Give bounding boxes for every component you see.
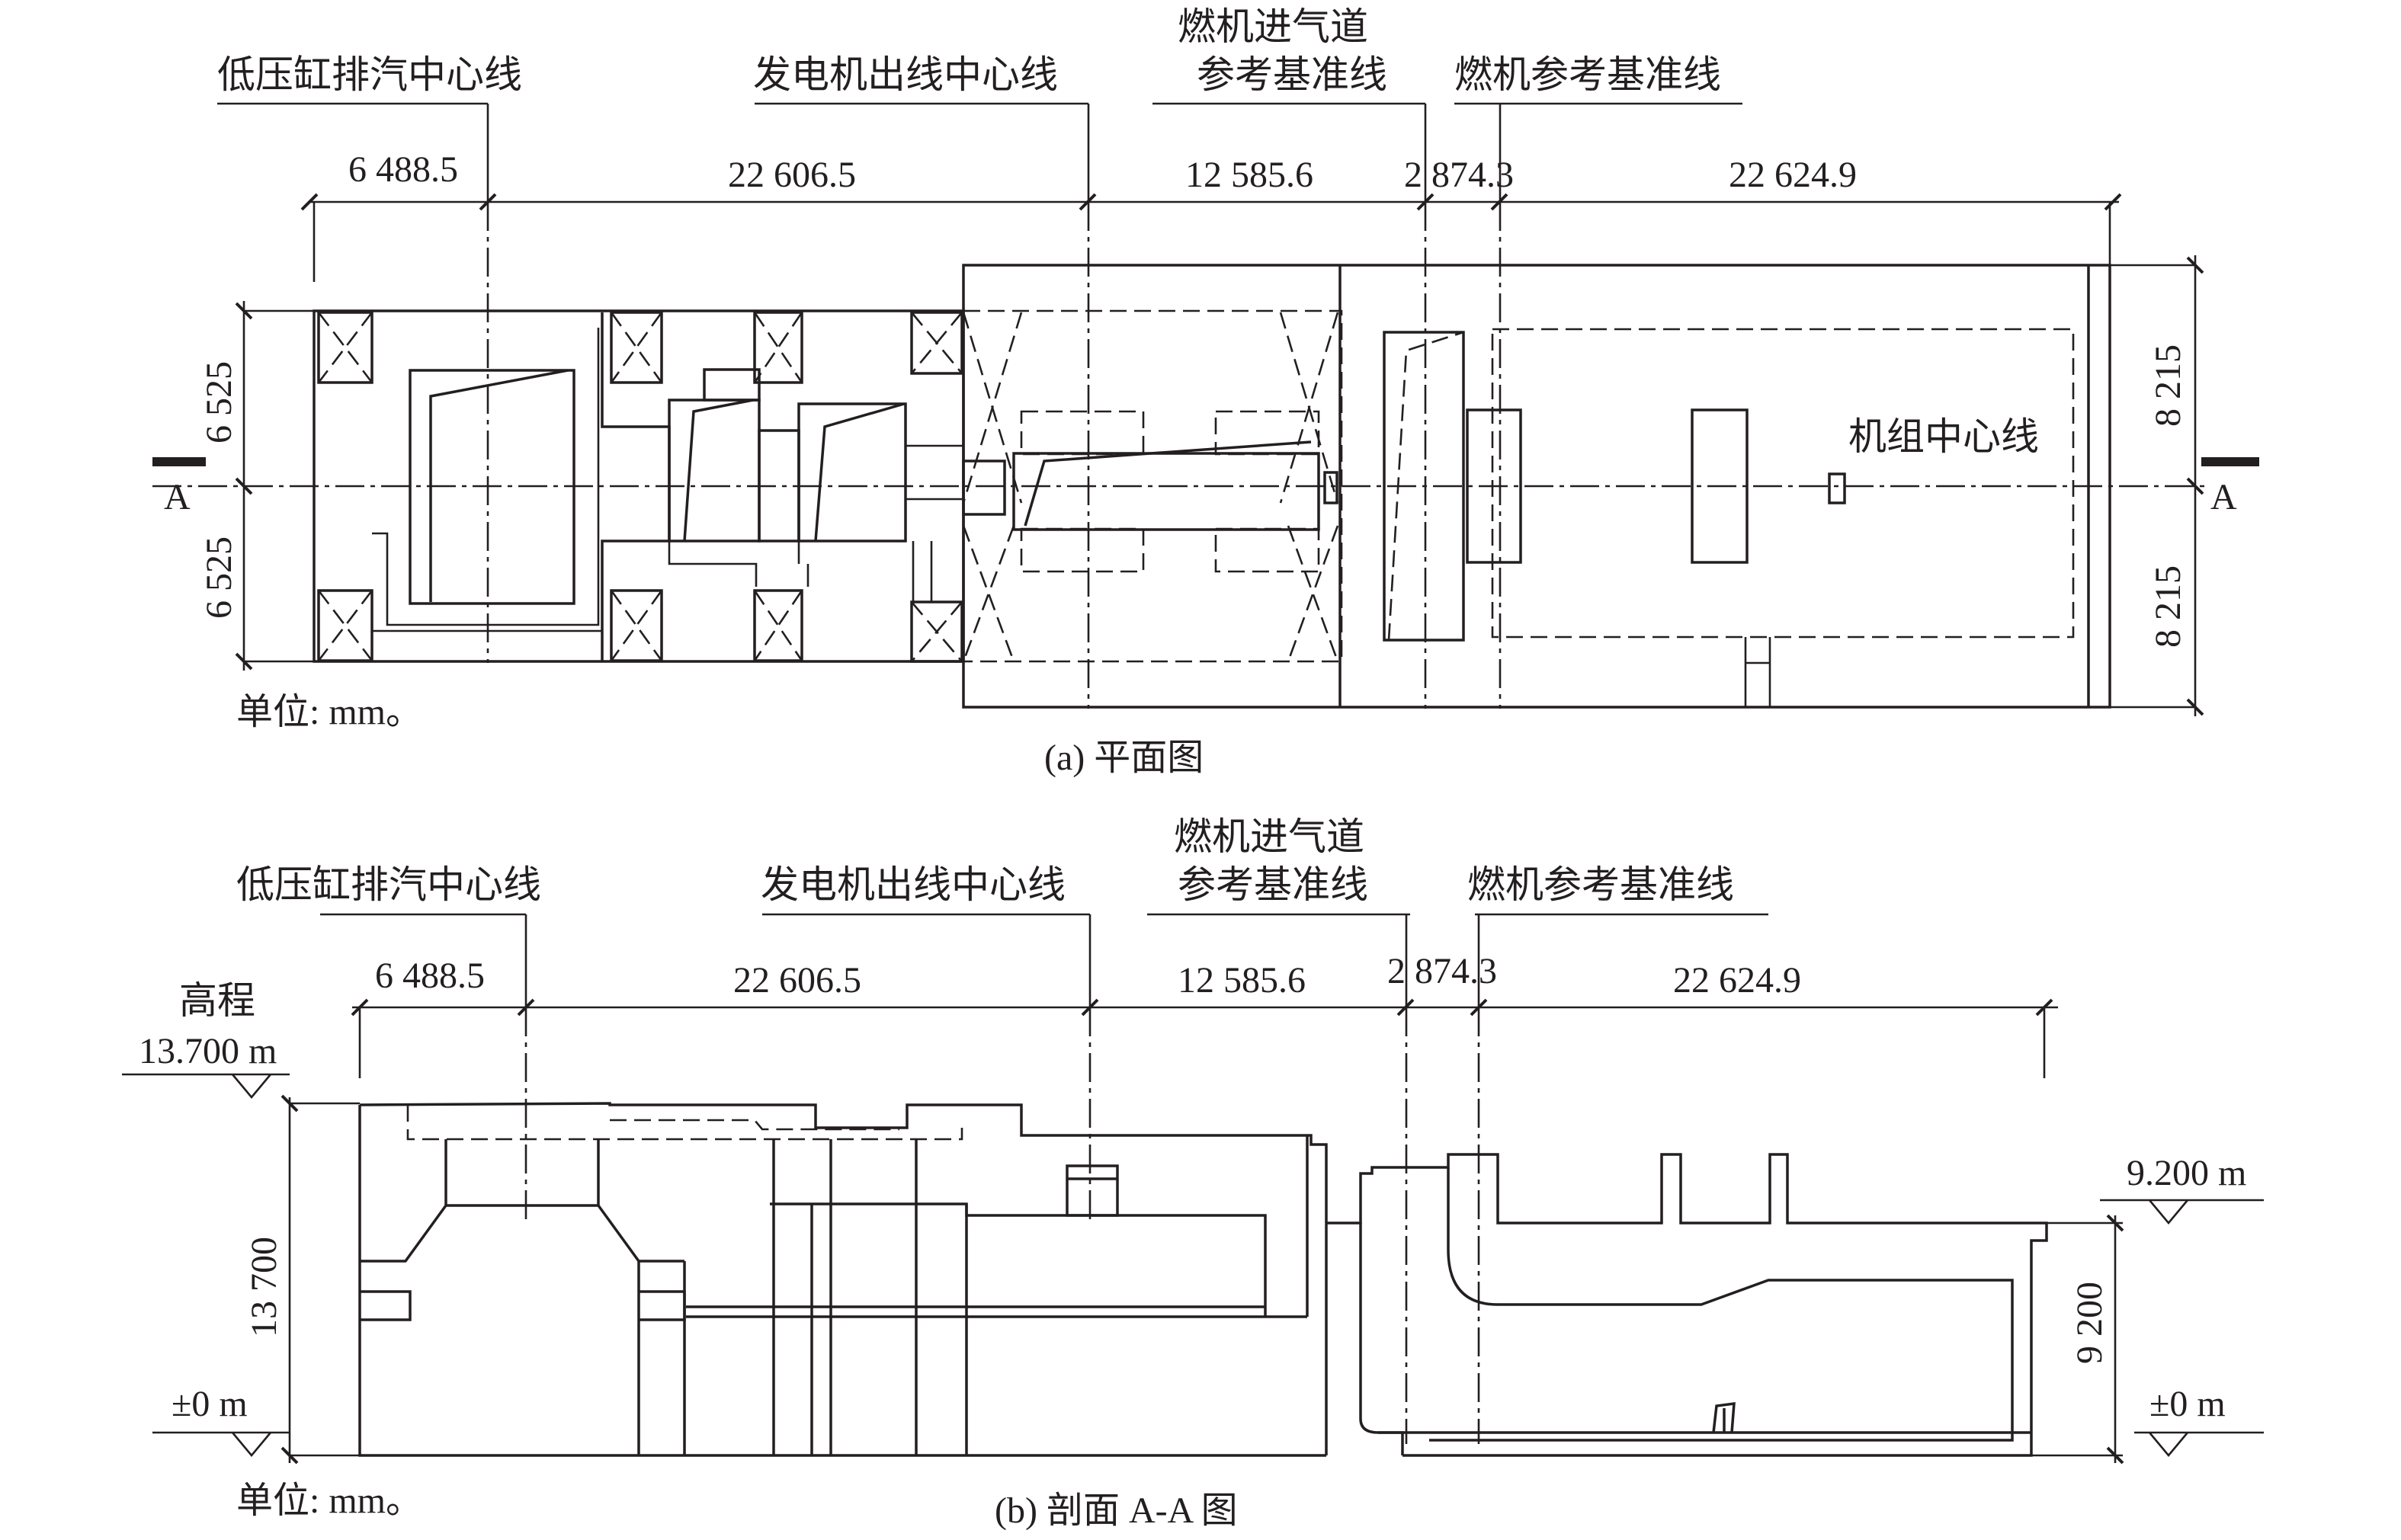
gt-compressor-flange: [1466, 408, 1522, 564]
plan-caption: (a) 平面图: [1044, 738, 1204, 778]
steam-foundation-top-dash: [406, 1105, 963, 1141]
plan-left-dim-top: 6 525: [199, 361, 239, 443]
section-mark-right: A: [2210, 477, 2237, 517]
right-height-tick: [2106, 1214, 2124, 1232]
left-height-dim: 13 700: [244, 1237, 284, 1337]
plan-label-gt-inlet-2: 参考基准线: [1197, 53, 1387, 96]
gt-center-marker: [1828, 472, 1846, 504]
generator-body: [1012, 452, 1320, 531]
lp-pier-bands: [360, 1290, 686, 1321]
deck-bands: [686, 1305, 1265, 1318]
left-top-elevation: 13.700 m: [139, 1031, 277, 1071]
left-top-elevation-marker: [122, 1073, 290, 1100]
right-top-elevation-marker: [2100, 1199, 2264, 1225]
unit-centerline-label: 机组中心线: [1848, 415, 2039, 458]
section-dim-1: 6 488.5: [375, 956, 485, 996]
steam-foundation-top-dash2: [610, 1119, 899, 1131]
generator-terminal: [1323, 471, 1338, 504]
lp-pier-frame: [370, 328, 602, 632]
generator-coupling: [962, 459, 1006, 516]
generator-foot: [1020, 527, 1145, 573]
plan-right-dim-bottom: 8 215: [2148, 565, 2188, 648]
plan-label-lp-exhaust: 低压缸排汽中心线: [217, 53, 522, 96]
section-dim-5: 22 624.9: [1673, 960, 1801, 1001]
section-dim-4: 2 874.3: [1387, 951, 1497, 991]
lp-cylinder-wedge: [429, 369, 569, 602]
ip-casing: [668, 399, 761, 543]
right-height-tick: [2106, 1446, 2124, 1465]
lp-exhaust-hood: [444, 1139, 600, 1207]
plan-left-dim-bottom: 6 525: [199, 536, 239, 619]
gt-inlet-casing: [1383, 331, 1465, 642]
gt-foundation-outline: [1326, 1153, 2048, 1457]
right-height-dim: 9 200: [2069, 1282, 2110, 1364]
plan-label-gt-ref: 燃机参考基准线: [1454, 53, 1721, 96]
section-mark-left: A: [164, 477, 191, 517]
generator-bushing: [1066, 1164, 1119, 1217]
section-mark-bar-right: [2201, 457, 2259, 466]
gt-stair: [1744, 637, 1771, 707]
section-dim-2: 22 606.5: [733, 960, 861, 1001]
section-label-gt-inlet-1: 燃机进气道: [1174, 815, 1364, 858]
left-height-tick: [280, 1446, 299, 1465]
plan-right-tick: [2186, 256, 2204, 274]
plan-right-tick: [2186, 698, 2204, 716]
generator-foot: [1214, 410, 1320, 456]
plan-dim-1: 6 488.5: [348, 149, 458, 190]
left-bottom-elevation: ±0 m: [172, 1384, 248, 1424]
generator-wedge: [1024, 440, 1312, 527]
section-label-generator-outlet: 发电机出线中心线: [761, 863, 1066, 906]
hp-gen-linkage: [906, 444, 963, 602]
plan-left-tick: [235, 302, 253, 320]
right-bottom-elevation-marker: [2134, 1431, 2264, 1458]
elevation-title: 高程: [179, 979, 255, 1022]
generator-foot: [1020, 410, 1145, 456]
plan-right-tick: [2186, 477, 2204, 495]
plan-dim-5: 22 624.9: [1729, 155, 1857, 195]
plan-left-tick: [235, 652, 253, 671]
ip-casing-wedge: [683, 399, 754, 542]
ip-hp-pedestal: [668, 541, 809, 587]
left-bottom-elevation-marker: [152, 1431, 290, 1458]
section-label-gt-ref: 燃机参考基准线: [1467, 863, 1734, 906]
lp-pier-chamfer: [360, 1204, 684, 1263]
plan-label-gt-inlet-1: 燃机进气道: [1178, 5, 1368, 48]
steam-columns: [772, 1139, 968, 1455]
plan-left-tick: [235, 477, 253, 495]
gt-foundation-left-edge: [1359, 1223, 1404, 1455]
hp-casing-wedge: [814, 402, 905, 542]
ip-top-flange: [703, 368, 761, 402]
right-top-elevation: 9.200 m: [2127, 1153, 2246, 1193]
left-height-tick: [280, 1094, 299, 1113]
plan-dim-3: 12 585.6: [1185, 155, 1313, 195]
gt-stair-section: [1712, 1401, 1736, 1433]
gt-inlet-plenum: [1429, 1167, 2014, 1442]
plan-unit-note: 单位: mm。: [236, 692, 422, 732]
hp-casing: [797, 402, 907, 543]
dashed-exhaust-duct: [1491, 328, 2075, 639]
plan-dim-2: 22 606.5: [728, 155, 856, 195]
section-view: 低压缸排汽中心线 发电机出线中心线 燃机进气道 参考基准线 燃机参考基准线 6 …: [122, 815, 2264, 1531]
gen-end-pier: [1265, 1135, 1309, 1318]
section-mark-bar-left: [152, 457, 206, 466]
plan-dim-4: 2 874.3: [1404, 155, 1514, 195]
section-label-lp-exhaust: 低压缸排汽中心线: [236, 863, 541, 906]
plan-label-generator-outlet: 发电机出线中心线: [753, 53, 1058, 96]
gt-inlet-wedge: [1387, 331, 1464, 641]
steam-foundation-outline: [358, 1102, 1328, 1457]
plan-right-dim-top: 8 215: [2148, 344, 2188, 427]
gen-foundation-top: [770, 1202, 1267, 1317]
generator-foot: [1214, 527, 1320, 573]
right-bottom-elevation: ±0 m: [2149, 1384, 2226, 1424]
pier-x-boxes: [317, 311, 1339, 663]
plan-view: 低压缸排汽中心线 发电机出线中心线 燃机进气道 参考基准线 燃机参考基准线 6 …: [152, 5, 2259, 778]
section-label-gt-inlet-2: 参考基准线: [1178, 863, 1368, 906]
section-dim-3: 12 585.6: [1178, 960, 1306, 1001]
section-caption: (b) 剖面 A-A 图: [995, 1490, 1238, 1531]
section-unit-note: 单位: mm。: [236, 1481, 422, 1521]
